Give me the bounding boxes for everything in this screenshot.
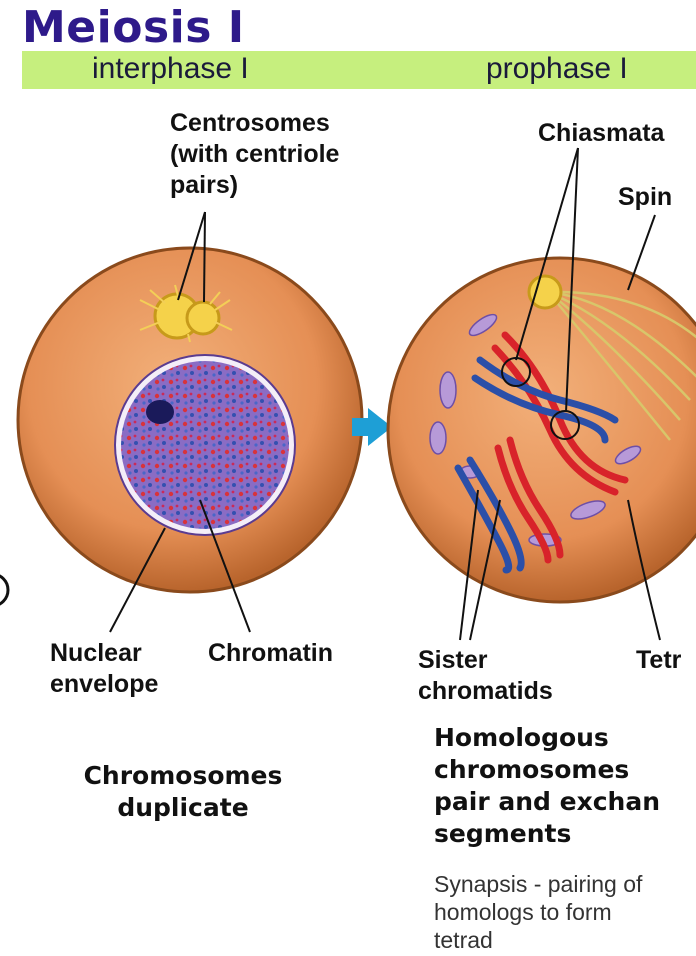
nucleus [115, 355, 295, 535]
label-nuclear-envelope: Nuclear envelope [50, 638, 158, 700]
prophase-note: Synapsis - pairing of homologs to form t… [434, 870, 642, 954]
label-chromatin: Chromatin [208, 638, 333, 669]
label-tetrad: Tetr [636, 645, 681, 676]
interphase-cell [18, 248, 362, 592]
interphase-summary: Chromosomes duplicate [70, 760, 296, 824]
label-sister-chromatids: Sister chromatids [418, 645, 553, 707]
label-chiasmata: Chiasmata [538, 118, 664, 149]
label-spindle: Spin [618, 182, 672, 213]
edge-ring [0, 574, 8, 606]
prophase-cell [388, 258, 696, 602]
label-centrosomes: Centrosomes (with centriole pairs) [170, 108, 339, 201]
prophase-summary: Homologous chromosomes pair and exchan s… [434, 722, 660, 850]
